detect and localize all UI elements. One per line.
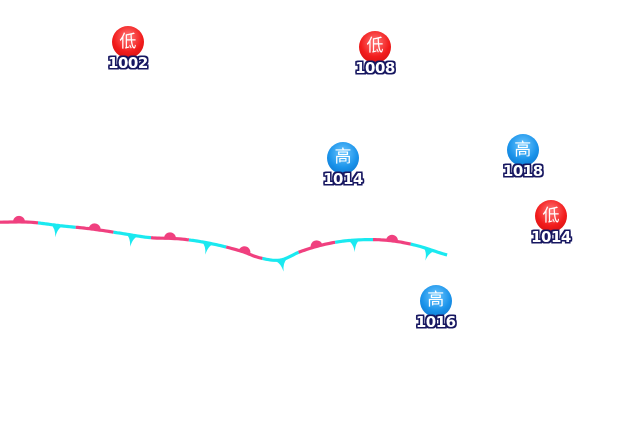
cold-front-symbol [50,224,63,238]
cold-front-triangle [348,239,360,253]
warm-front-symbol [310,240,323,249]
cold-front-segment [262,250,300,262]
low-pressure-center[interactable]: 低 1014 [523,198,583,258]
warm-front-symbol [164,232,176,239]
high-pressure-center[interactable]: 高 1016 [408,283,468,343]
pressure-value: 1014 [323,169,363,188]
high-pressure-symbol: 高 [326,141,359,174]
low-pressure-symbol: 低 [358,30,391,63]
warm-front-symbol [386,234,398,242]
cold-front-triangle [275,258,288,272]
pressure-value: 1016 [415,312,456,331]
cold-front-segment [113,230,152,240]
cold-front-symbol [348,239,360,253]
warm-front-semicircle [310,240,323,249]
warm-front-semicircle [386,234,398,242]
warm-front-symbol [13,215,25,222]
cold-front-segment [37,221,76,229]
cold-front-symbol [126,234,139,247]
low-pressure-symbol: 低 [534,200,567,232]
high-pressure-center[interactable]: 高 1018 [495,132,555,192]
warm-front-segment [298,240,336,254]
cold-front-symbol [275,258,288,272]
cold-front-triangle [201,241,214,255]
pressure-value: 1018 [502,162,543,180]
warm-front-symbol [88,223,101,231]
high-pressure-symbol: 高 [506,134,539,166]
warm-front-semicircle [13,215,25,222]
warm-front-symbol [238,246,251,255]
high-pressure-symbol: 高 [419,284,452,317]
low-pressure-symbol: 低 [111,26,144,59]
low-pressure-center[interactable]: 低 1008 [347,29,407,89]
warm-front-segment [373,238,412,246]
cold-front-triangle [423,247,435,261]
cold-front-symbol [201,241,214,255]
cold-front-triangle [50,224,63,238]
warm-front-semicircle [164,232,176,239]
high-pressure-center[interactable]: 高 1014 [315,140,375,200]
cold-front-segment [188,238,227,249]
low-pressure-center[interactable]: 低 1002 [100,24,160,84]
pressure-value: 1014 [531,228,571,246]
cold-front-symbol [423,247,435,261]
pressure-value: 1002 [108,54,148,73]
warm-front-semicircle [88,223,101,231]
cold-front-triangle [126,234,139,247]
warm-front-semicircle [238,246,251,255]
warm-front-segment [0,220,39,225]
pressure-value: 1008 [355,58,395,77]
